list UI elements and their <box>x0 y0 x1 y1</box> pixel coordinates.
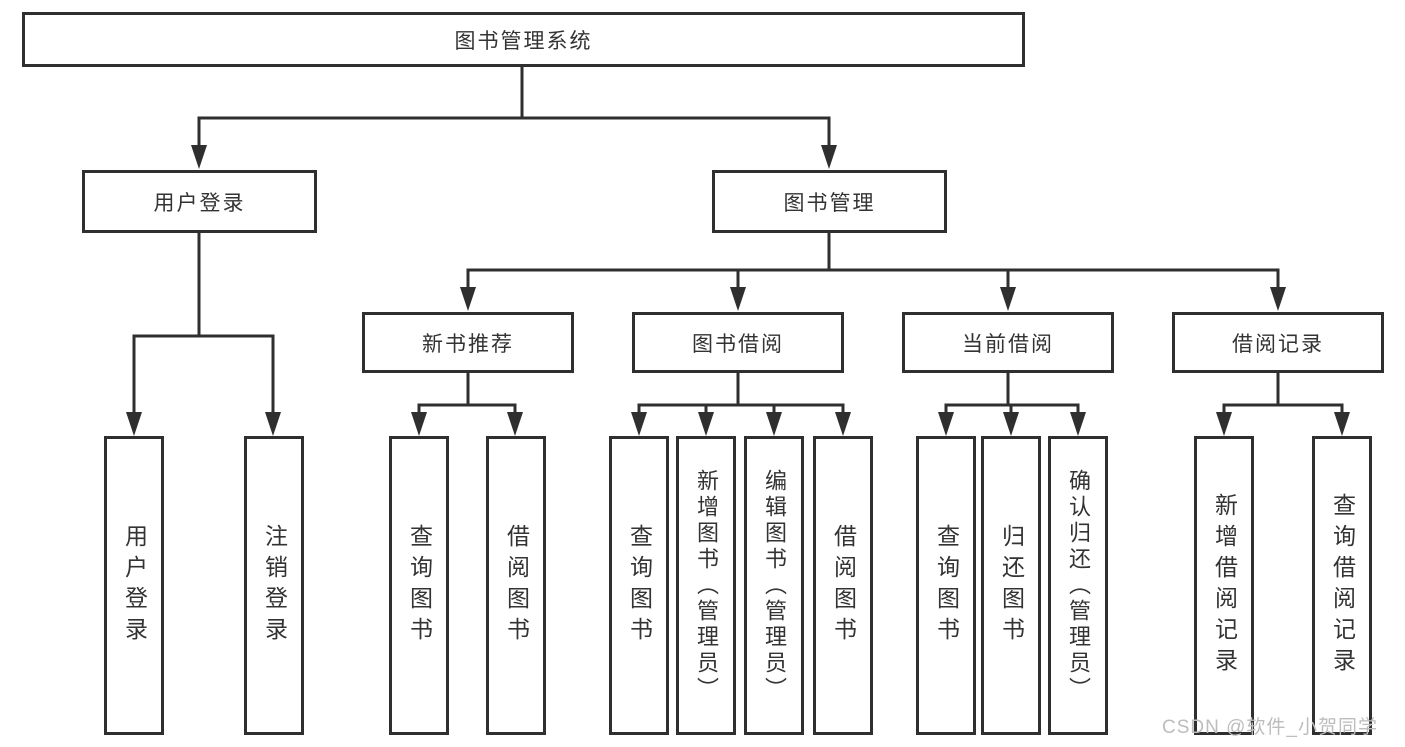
node-new-book-recommendation: 新书推荐 <box>362 312 574 373</box>
node-book-management: 图书管理 <box>712 170 947 233</box>
node-book-management-label: 图书管理 <box>783 191 876 215</box>
leaf-query-books-2: 查询图书 <box>609 436 669 735</box>
node-book-borrowing: 图书借阅 <box>632 312 844 373</box>
node-root-label: 图书管理系统 <box>454 29 593 53</box>
node-borrowing-records-label: 借阅记录 <box>1232 332 1324 356</box>
leaf-query-books-3: 查询图书 <box>916 436 976 735</box>
node-new-book-recommendation-label: 新书推荐 <box>422 332 514 356</box>
leaf-borrow-books-1: 借阅图书 <box>486 436 546 735</box>
leaf-borrow-books-2-label: 借阅图书 <box>830 523 857 648</box>
leaf-borrow-books-1-label: 借阅图书 <box>503 523 530 648</box>
node-root: 图书管理系统 <box>22 12 1025 67</box>
node-borrowing-records: 借阅记录 <box>1172 312 1384 373</box>
leaf-add-borrow-record: 新增借阅记录 <box>1194 436 1254 735</box>
leaf-logout: 注销登录 <box>244 436 304 735</box>
leaf-logout-label: 注销登录 <box>261 523 288 648</box>
leaf-query-books-3-label: 查询图书 <box>933 523 960 648</box>
leaf-borrow-books-2: 借阅图书 <box>813 436 873 735</box>
leaf-add-books-admin-label: 新增图书（管理员） <box>694 468 719 703</box>
leaf-user-login-label: 用户登录 <box>121 523 148 648</box>
leaf-query-borrow-record-label: 查询借阅记录 <box>1329 492 1356 679</box>
leaf-add-books-admin: 新增图书（管理员） <box>676 436 736 735</box>
leaf-edit-books-admin: 编辑图书（管理员） <box>744 436 804 735</box>
leaf-return-books-label: 归还图书 <box>998 523 1025 648</box>
node-user-login: 用户登录 <box>82 170 317 233</box>
leaf-add-borrow-record-label: 新增借阅记录 <box>1211 492 1238 679</box>
node-current-borrowing-label: 当前借阅 <box>962 332 1054 356</box>
leaf-confirm-return-admin-label: 确认归还（管理员） <box>1066 468 1091 703</box>
leaf-query-books-1-label: 查询图书 <box>406 523 433 648</box>
leaf-user-login: 用户登录 <box>104 436 164 735</box>
csdn-watermark: CSDN @软件_小贺同学 <box>1162 717 1378 738</box>
leaf-return-books: 归还图书 <box>981 436 1041 735</box>
node-user-login-label: 用户登录 <box>153 191 246 215</box>
node-current-borrowing: 当前借阅 <box>902 312 1114 373</box>
leaf-confirm-return-admin: 确认归还（管理员） <box>1048 436 1108 735</box>
leaf-edit-books-admin-label: 编辑图书（管理员） <box>762 468 787 703</box>
leaf-query-books-1: 查询图书 <box>389 436 449 735</box>
leaf-query-books-2-label: 查询图书 <box>626 523 653 648</box>
node-book-borrowing-label: 图书借阅 <box>692 332 784 356</box>
leaf-query-borrow-record: 查询借阅记录 <box>1312 436 1372 735</box>
arrowheads <box>126 145 1350 436</box>
